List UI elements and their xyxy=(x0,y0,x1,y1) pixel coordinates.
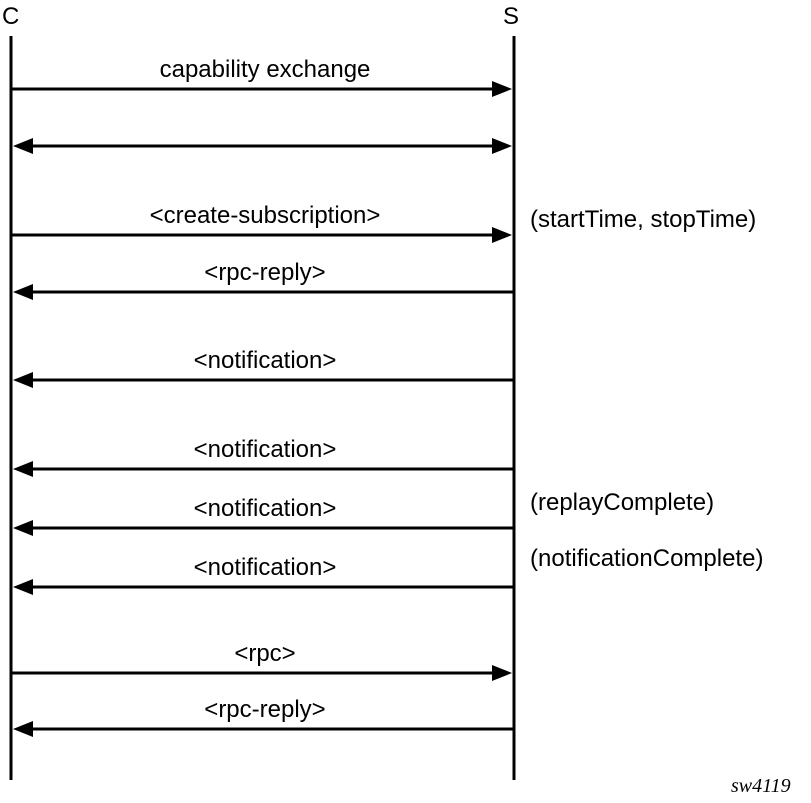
bidirectional-arrowhead-right xyxy=(492,138,512,154)
server-participant-label: S xyxy=(503,3,519,30)
rpc-reply-arrowhead-left xyxy=(13,284,33,300)
notification-2-arrowhead-left xyxy=(13,461,33,477)
capability-exchange-label: capability exchange xyxy=(160,56,371,83)
client-participant-label: C xyxy=(2,3,19,30)
rpc-reply-2-arrowhead-left xyxy=(13,721,33,737)
notification-4-label: <notification> xyxy=(194,554,337,581)
rpc-reply-2-label: <rpc-reply> xyxy=(204,696,325,723)
bidirectional-arrowhead-left xyxy=(13,138,33,154)
rpc-reply-label: <rpc-reply> xyxy=(204,259,325,286)
notification-2-label: <notification> xyxy=(194,436,337,463)
subscription-params-note: (startTime, stopTime) xyxy=(530,206,756,233)
replay-complete-note: (replayComplete) xyxy=(530,489,714,516)
create-subscription-label: <create-subscription> xyxy=(150,202,381,229)
notification-3-arrowhead-left xyxy=(13,520,33,536)
create-subscription-arrowhead-right xyxy=(492,227,512,243)
capability-exchange-arrowhead-right xyxy=(492,81,512,97)
message-list: capability exchange <create-subscription>… xyxy=(11,56,514,737)
notification-complete-note: (notificationComplete) xyxy=(530,545,763,572)
rpc-arrowhead-right xyxy=(492,665,512,681)
notification-3-label: <notification> xyxy=(194,495,337,522)
notification-1-arrowhead-left xyxy=(13,372,33,388)
notification-4-arrowhead-left xyxy=(13,579,33,595)
notification-1-label: <notification> xyxy=(194,347,337,374)
rpc-label: <rpc> xyxy=(234,640,295,667)
figure-id: sw4119 xyxy=(731,775,791,797)
